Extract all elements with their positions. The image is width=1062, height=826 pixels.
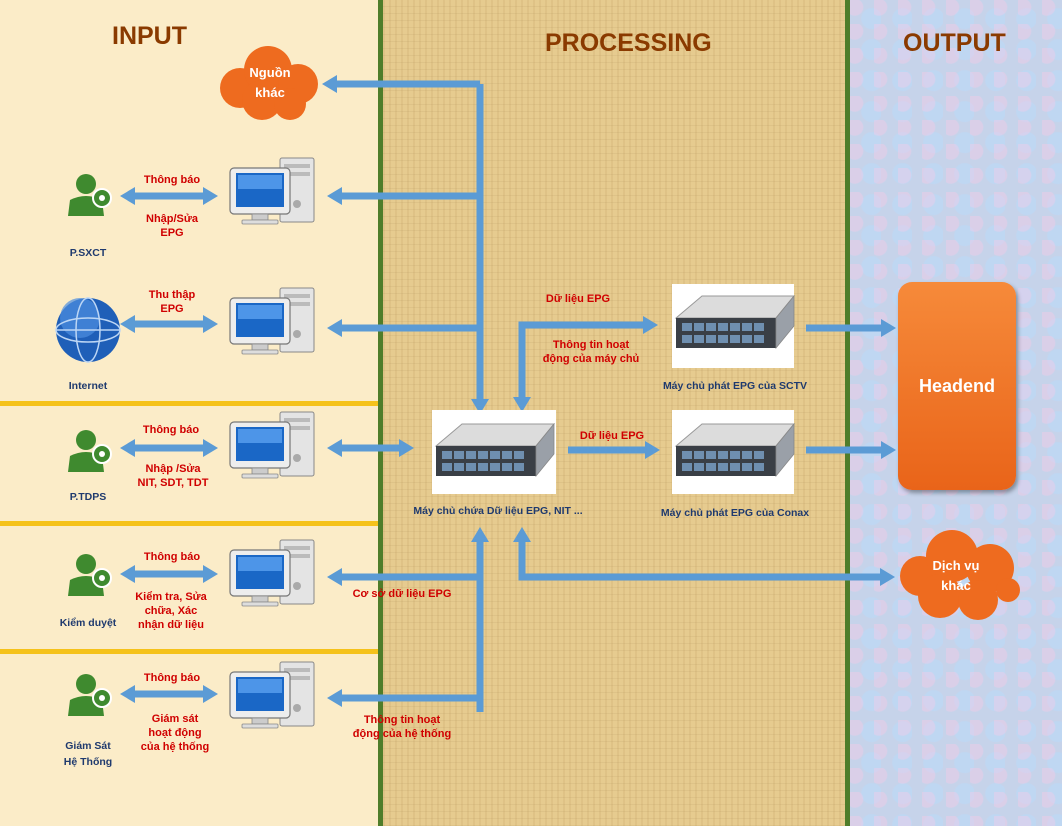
processing-heading: PROCESSING	[545, 29, 712, 57]
msg-kiem-duyet-bottom: Kiểm tra, Sửa chữa, Xác nhận dữ liệu	[126, 590, 216, 632]
msg-internet-top: Thu thập EPG	[130, 288, 214, 316]
msg-sxct-bottom-line2: EPG	[160, 227, 184, 239]
user-name-tdps: P.TDPS	[69, 491, 107, 503]
msg-kiem-duyet-bottom-line1: Kiểm tra, Sửa	[135, 591, 207, 603]
cloud-other-source-line2: khác	[255, 85, 285, 100]
cloud-other-source: Nguồn khác	[240, 63, 300, 103]
msg-giam-sat-top: Thông báo	[143, 672, 201, 684]
row-divider	[0, 521, 378, 526]
server-icon	[675, 295, 795, 349]
cloud-icon	[220, 46, 318, 120]
input-heading: INPUT	[112, 22, 187, 50]
server-label-main: Máy chủ chứa Dữ liệu EPG, NIT ...	[413, 505, 583, 517]
msg-sxct-bottom-line1: Nhập/Sửa	[146, 213, 198, 225]
computer-icon	[229, 411, 315, 479]
msg-tdps-top: Thông báo	[142, 424, 200, 436]
server-label-sctv: Máy chủ phát EPG của SCTV	[662, 380, 808, 392]
user-icon	[67, 673, 112, 717]
headend-box: Headend	[898, 282, 1016, 490]
server-icon	[675, 423, 795, 477]
flow-server-activity-line2: động của máy chủ	[542, 353, 640, 365]
msg-kiem-duyet-top: Thông báo	[143, 551, 201, 563]
user-name-kiem-duyet: Kiểm duyệt	[59, 617, 117, 629]
msg-tdps-bottom: Nhập /Sửa NIT, SDT, TDT	[126, 462, 220, 490]
computer-icon	[229, 157, 315, 225]
output-heading: OUTPUT	[903, 29, 1006, 57]
user-icon	[67, 553, 112, 597]
flow-server-activity: Thông tin hoạt động của máy chủ	[536, 338, 646, 366]
flow-epg-data-mid: Dữ liệu EPG	[579, 430, 645, 442]
flow-server-activity-line1: Thông tin hoạt	[552, 339, 630, 351]
divider-left	[378, 0, 383, 826]
user-icon	[67, 429, 112, 473]
server-icon	[435, 423, 555, 477]
cloud-icon	[900, 530, 1020, 620]
msg-kiem-duyet-bottom-line3: nhận dữ liệu	[137, 619, 205, 631]
flow-system-activity-line2: động của hệ thống	[352, 728, 452, 740]
row-divider	[0, 401, 378, 406]
server-label-conax: Máy chủ phát EPG của Conax	[660, 507, 810, 519]
row-divider	[0, 649, 378, 654]
user-name-giam-sat-line2: Hệ Thống	[63, 756, 113, 768]
flow-epg-data-top: Dữ liệu EPG	[545, 293, 611, 305]
msg-kiem-duyet-bottom-line2: chữa, Xác	[144, 605, 198, 617]
user-name-giam-sat-line1: Giám Sát	[65, 740, 111, 752]
flow-system-activity-line1: Thông tin hoạt	[363, 714, 441, 726]
cloud-other-service-line1: Dịch vụ	[932, 558, 980, 573]
input-zone	[0, 0, 378, 826]
msg-giam-sat-bottom: Giám sát hoạt động của hệ thống	[130, 712, 220, 754]
msg-sxct-top: Thông báo	[143, 174, 201, 186]
arrow-heads	[120, 75, 896, 707]
user-name-internet: Internet	[68, 380, 108, 392]
user-icon	[67, 173, 112, 217]
msg-giam-sat-bottom-line3: của hệ thống	[140, 741, 210, 753]
divider-right	[845, 0, 850, 826]
cloud-other-service-line2: khác	[941, 578, 971, 593]
cloud-other-source-line1: Nguồn	[249, 65, 291, 80]
msg-giam-sat-bottom-line2: hoạt động	[148, 727, 202, 739]
computer-icon	[229, 539, 315, 607]
msg-internet-top-line1: Thu thập	[148, 289, 196, 301]
arrow-lines	[132, 80, 884, 712]
msg-sxct-bottom: Nhập/Sửa EPG	[130, 212, 214, 240]
msg-tdps-bottom-line2: NIT, SDT, TDT	[137, 477, 209, 489]
computer-icon	[229, 661, 315, 729]
computer-icon	[229, 287, 315, 355]
globe-icon	[55, 297, 121, 363]
cloud-other-service: Dịch vụ khác	[920, 556, 992, 596]
flow-system-activity: Thông tin hoạt động của hệ thống	[346, 713, 458, 741]
flow-database: Cơ sở dữ liệu EPG	[352, 588, 452, 600]
msg-giam-sat-bottom-line1: Giám sát	[151, 713, 199, 725]
user-name-giam-sat: Giám Sát Hệ Thống	[48, 738, 128, 770]
msg-tdps-bottom-line1: Nhập /Sửa	[145, 463, 201, 475]
user-name-sxct: P.SXCT	[69, 247, 107, 259]
msg-internet-top-line2: EPG	[160, 303, 184, 315]
